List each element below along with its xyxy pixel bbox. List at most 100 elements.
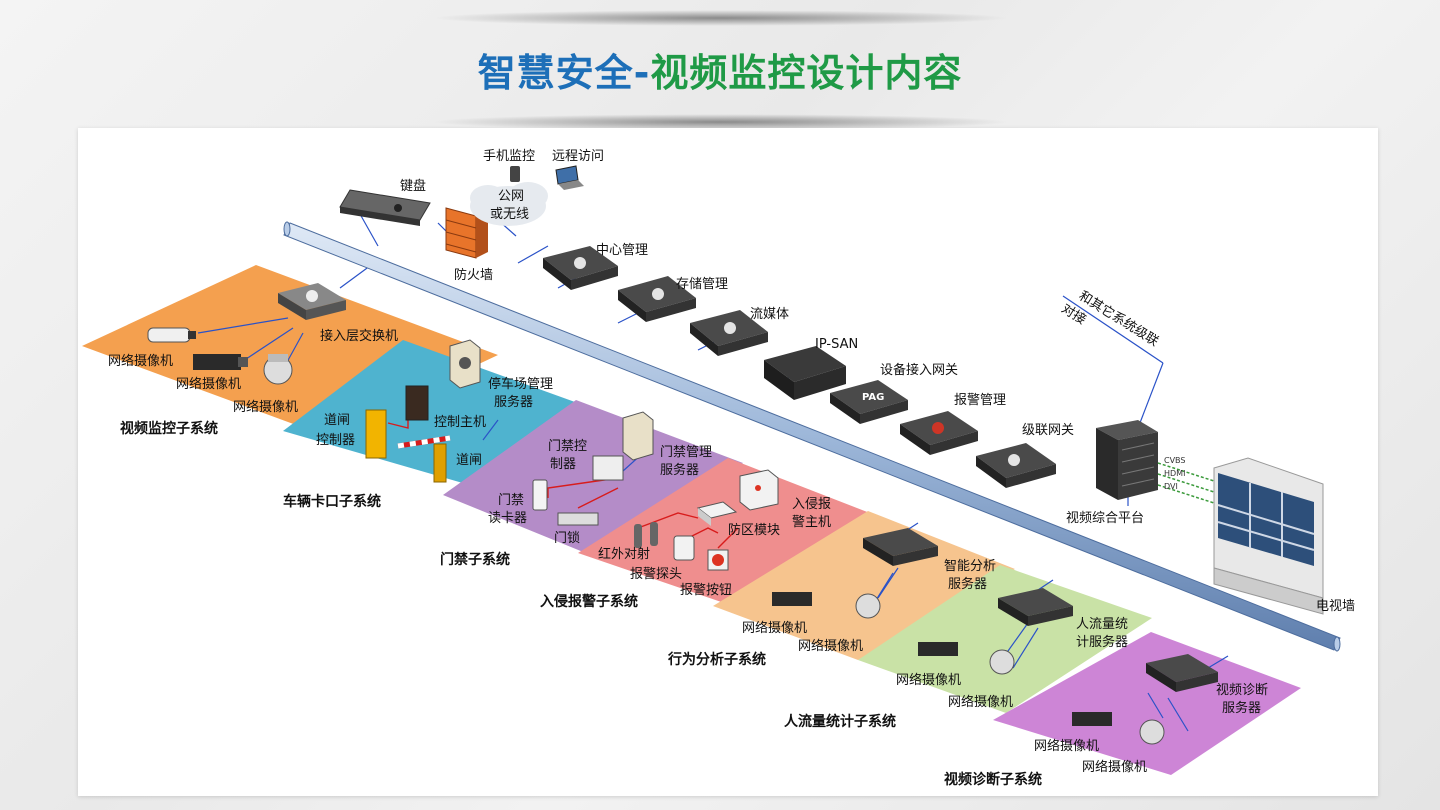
ipsan-label: IP-SAN [815,337,858,352]
video-cam3-label: 网络摄像机 [233,399,298,415]
zone-module-label: 防区模块 [728,522,780,538]
control-host-icon [405,385,429,421]
people-cam2-label: 网络摄像机 [948,694,1013,710]
behavior-server-label-2: 服务器 [948,576,987,592]
mobile-monitor-label: 手机监控 [483,149,535,164]
infrared-label: 红外对射 [598,546,650,562]
intrusion-host-label-1: 入侵报 [792,496,831,512]
infrared-beam-icon [634,522,658,548]
access-switch [278,283,346,320]
alarm-button-label: 报警按钮 [680,582,732,598]
cascade-gateway [976,443,1056,488]
device-gateway-label: 设备接入网关 [880,362,958,378]
zone-diagnosis [993,632,1301,775]
title-part-2: 视频监控设计内容 [650,51,963,95]
intrusion-host-icon [739,469,779,511]
behavior-cam1-label: 网络摄像机 [742,620,807,636]
streaming-server [690,310,768,356]
gate-controller-label-2: 控制器 [316,433,355,448]
zone-intrusion-name: 入侵报警子系统 [540,593,638,610]
control-links [387,398,739,549]
diagnosis-server-label-2: 服务器 [1222,700,1261,716]
center-mgmt-label: 中心管理 [596,243,648,258]
diagnosis-server [1146,654,1218,692]
center-mgmt-server [543,246,618,290]
behavior-server [863,528,938,566]
diagnosis-server-label-1: 视频诊断 [1216,683,1268,698]
cable-dvi-label: DVI [1164,482,1178,491]
behavior-server-label-1: 智能分析 [944,559,996,574]
video-platform-label: 视频综合平台 [1066,511,1144,526]
firewall-icon [445,207,488,259]
zone-video-name: 视频监控子系统 [120,420,218,437]
behavior-box-camera-icon [772,592,812,606]
zone-people-name: 人流量统计子系统 [784,713,896,730]
alarm-detector-icon [673,535,695,561]
backbone-pipe [283,221,1341,652]
card-reader-label-1: 门禁 [498,493,524,508]
people-server-label-1: 人流量统 [1076,617,1128,632]
barrier-controller-icon [365,409,387,459]
gate-label: 道闸 [456,453,482,468]
zone-intrusion [578,458,875,606]
alarm-mgmt-server [900,411,978,455]
ipsan-storage [764,346,846,400]
control-host-label: 控制主机 [434,415,486,430]
people-dome-camera-icon [989,649,1015,675]
access-controller-label-2: 制器 [550,457,576,472]
cable-hdmi-label: HDMI [1164,469,1185,478]
tv-wall-label: 电视墙 [1316,599,1355,614]
public-net-cloud [470,182,548,226]
alarm-button-icon [707,549,729,571]
dome-camera-icon [263,354,293,385]
storage-mgmt-server [618,276,696,322]
people-cam1-label: 网络摄像机 [896,672,961,688]
cable-cvbs-label: CVBS [1164,456,1185,465]
title-shadow-bottom [430,114,1010,130]
streaming-label: 流媒体 [750,307,789,322]
diagnosis-cam1-label: 网络摄像机 [1034,738,1099,754]
parking-server-label-2: 服务器 [494,394,533,410]
people-server [998,588,1073,626]
zone-people [858,565,1152,713]
alarm-mgmt-label: 报警管理 [954,392,1006,408]
system-diagram: 键盘 防火墙 公网 或无线 手机监控 远程访问 中心管理 存储管理 [82,149,1355,788]
title-part-1: 智慧安全- [477,51,651,95]
parking-server-icon [449,339,481,389]
behavior-cam2-label: 网络摄像机 [798,638,863,654]
other-system-label-1: 和其它系统级联 [1076,288,1162,350]
page-title: 智慧安全-视频监控设计内容 [0,42,1440,97]
device-gateway [830,380,908,424]
intrusion-host-label-2: 警主机 [792,514,831,530]
access-controller-label-1: 门禁控 [548,439,587,454]
access-switch-label: 接入层交换机 [320,328,398,344]
barrier-arm-icon [397,435,451,483]
card-reader-icon [532,479,548,511]
laptop-icon [555,165,584,190]
door-lock-icon [557,512,599,526]
parking-server-label-1: 停车场管理 [488,376,553,392]
video-platform-chassis [1096,420,1158,500]
tv-wall [1213,457,1324,615]
keyboard-device [339,189,431,226]
diagnosis-cam2-label: 网络摄像机 [1082,759,1147,775]
video-cam2-label: 网络摄像机 [176,376,241,392]
firewall-label: 防火墙 [454,267,493,283]
storage-mgmt-label: 存储管理 [676,277,728,292]
title-shadow-top [430,10,1010,26]
people-box-camera-icon [918,642,958,656]
zone-diagnosis-name: 视频诊断子系统 [944,771,1042,788]
cascade-gateway-label: 级联网关 [1022,423,1074,438]
card-reader-label-2: 读卡器 [488,511,527,526]
pag-badge: PAG [862,392,884,403]
access-server-label-2: 服务器 [660,462,699,478]
box-camera-icon [193,354,248,370]
zone-vehicle-name: 车辆卡口子系统 [283,493,381,510]
alarm-detector-label: 报警探头 [630,566,682,582]
mobile-phone-icon [510,166,520,182]
bullet-camera-icon [147,327,196,343]
access-controller-icon [592,455,624,481]
access-server-icon [622,411,654,461]
diagnosis-box-camera-icon [1072,712,1112,726]
remote-access-label: 远程访问 [552,149,604,164]
